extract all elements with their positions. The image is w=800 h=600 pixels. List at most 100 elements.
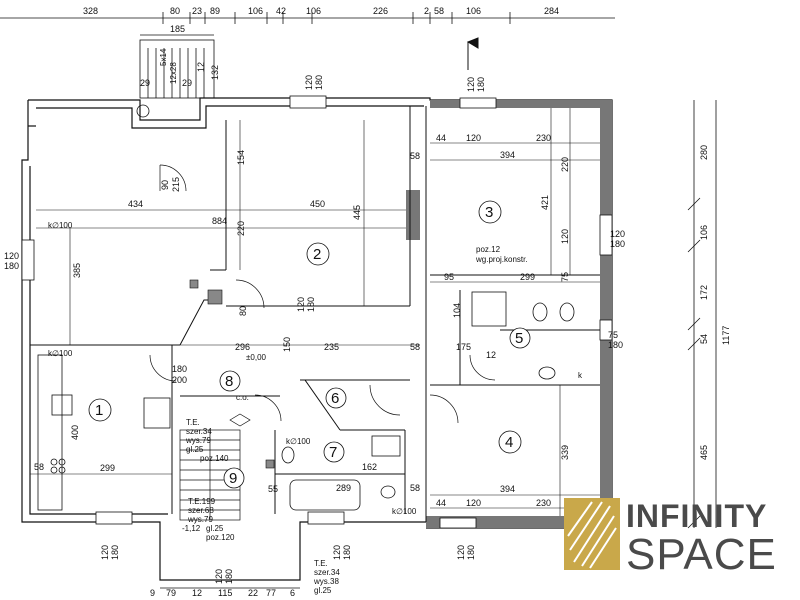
note-te1-wys: wys.79 bbox=[185, 436, 211, 445]
room-number-1: 1 bbox=[95, 402, 103, 419]
logo-word-infinity: INFINITY bbox=[626, 498, 768, 534]
note-level: ±0,00 bbox=[246, 353, 267, 362]
window-tag-9a: 120 bbox=[296, 297, 306, 312]
top-dim-10: 106 bbox=[466, 6, 481, 16]
right-dim-106: 106 bbox=[699, 225, 709, 240]
note-te2-szer: szer.68 bbox=[188, 506, 214, 515]
top-dim-3: 89 bbox=[210, 6, 220, 16]
dim-339: 339 bbox=[560, 445, 570, 460]
dim-394-b: 394 bbox=[500, 484, 515, 494]
stair-dim-steps: 5x14 bbox=[159, 48, 168, 66]
bathroom-fittings bbox=[281, 291, 575, 511]
note-te3-wys: wys.38 bbox=[313, 577, 339, 586]
stair-dim-12: 12 bbox=[196, 62, 206, 72]
dim-299-b: 299 bbox=[100, 463, 115, 473]
interior-stair bbox=[179, 413, 251, 521]
dim-215: 215 bbox=[171, 177, 181, 192]
bottom-dim-3: 115 bbox=[218, 588, 232, 598]
note-k100-a: k∅100 bbox=[48, 221, 73, 230]
stair-dim-tread: 12x28 bbox=[169, 62, 178, 84]
annotations: k∅100 k∅100 k∅100 k∅100 ±0,00 c.o. poz.1… bbox=[48, 221, 583, 595]
dim-180: 180 bbox=[172, 364, 187, 374]
window-tag-1a: 120 bbox=[304, 75, 314, 90]
chimneys bbox=[189, 279, 275, 469]
note-te1-szer: szer.34 bbox=[186, 427, 212, 436]
dim-445: 445 bbox=[352, 205, 362, 220]
dim-175: 175 bbox=[456, 342, 471, 352]
top-dim-0: 328 bbox=[83, 6, 98, 16]
dim-58-d: 58 bbox=[34, 462, 44, 472]
window-tag-8b: 180 bbox=[224, 569, 234, 584]
dim-44-b: 44 bbox=[436, 498, 446, 508]
north-flag bbox=[466, 37, 479, 70]
dim-394-a: 394 bbox=[500, 150, 515, 160]
note-te2-poz: poz.120 bbox=[206, 533, 235, 542]
note-k: k bbox=[578, 371, 583, 380]
dim-434: 434 bbox=[128, 199, 143, 209]
dim-421: 421 bbox=[540, 195, 550, 210]
note-te3: T.E. bbox=[314, 559, 328, 568]
dim-200: 200 bbox=[172, 375, 187, 385]
top-dim-5: 42 bbox=[276, 6, 286, 16]
top-dim-8: 2 bbox=[424, 6, 429, 16]
top-dim-6: 106 bbox=[306, 6, 321, 16]
window-tag-3b: 180 bbox=[4, 261, 19, 271]
window-tag-4a: 120 bbox=[610, 229, 625, 239]
window-tag-4b: 180 bbox=[610, 239, 625, 249]
door-swings bbox=[149, 164, 496, 424]
note-poz12: poz.12 bbox=[476, 245, 501, 254]
note-k100-b: k∅100 bbox=[48, 349, 73, 358]
top-dim-4: 106 bbox=[248, 6, 263, 16]
room-number-5: 5 bbox=[515, 330, 523, 347]
interior-walls bbox=[30, 106, 600, 522]
hatched-walls bbox=[406, 100, 612, 528]
interior-dimension-lines bbox=[30, 108, 600, 516]
window-tag-7a: 120 bbox=[456, 545, 466, 560]
window-tag-5b: 180 bbox=[110, 545, 120, 560]
window-tag-7b: 180 bbox=[466, 545, 476, 560]
top-dim-7: 226 bbox=[373, 6, 388, 16]
dim-385: 385 bbox=[72, 263, 82, 278]
logo-word-space: SPACE bbox=[626, 530, 777, 579]
window-tag-6b: 180 bbox=[342, 545, 352, 560]
dim-154: 154 bbox=[236, 150, 246, 165]
dim-884: 884 bbox=[212, 216, 227, 226]
dim-296: 296 bbox=[235, 342, 250, 352]
note-te1: T.E. bbox=[186, 418, 200, 427]
window-tags: 120 180 120 180 120 180 120 180 120 180 … bbox=[4, 75, 625, 584]
top-dimension-chain bbox=[0, 12, 615, 24]
column-circle bbox=[136, 104, 150, 118]
dim-104: 104 bbox=[452, 303, 462, 318]
bottom-dimension-labels: 9 79 12 115 22 77 6 bbox=[150, 588, 295, 598]
note-te1-gl: gl.25 bbox=[186, 445, 204, 454]
bottom-dim-0: 9 bbox=[150, 588, 155, 598]
right-dim-54: 54 bbox=[699, 334, 709, 344]
dim-120-b: 120 bbox=[466, 498, 481, 508]
room-number-7: 7 bbox=[329, 444, 337, 461]
dim-120-c: 120 bbox=[560, 229, 570, 244]
top-dim-9: 58 bbox=[434, 6, 444, 16]
room-number-4: 4 bbox=[505, 434, 513, 451]
external-stair bbox=[139, 34, 215, 99]
right-dim-172: 172 bbox=[699, 285, 709, 300]
bottom-dim-6: 6 bbox=[290, 588, 295, 598]
note-te2-wys: wys.79 bbox=[187, 515, 213, 524]
dim-80: 80 bbox=[238, 306, 248, 316]
dim-58-c: 58 bbox=[410, 483, 420, 493]
window-tag-10b: 180 bbox=[608, 340, 623, 350]
logo-mark-icon bbox=[564, 498, 620, 570]
infinity-space-logo: INFINITY SPACE bbox=[562, 496, 798, 579]
dim-299-a: 299 bbox=[520, 272, 535, 282]
dim-235: 235 bbox=[324, 342, 339, 352]
windows bbox=[21, 95, 613, 529]
dim-450: 450 bbox=[310, 199, 325, 209]
top-dimension-labels: 328 80 23 89 106 42 106 226 2 58 106 284 bbox=[83, 6, 559, 16]
dim-95: 95 bbox=[444, 272, 454, 282]
top-dim-1: 80 bbox=[170, 6, 180, 16]
room-number-2: 2 bbox=[313, 246, 321, 263]
right-dim-280: 280 bbox=[699, 145, 709, 160]
note-level-2: -1,12 bbox=[182, 524, 201, 533]
window-tag-6a: 120 bbox=[332, 545, 342, 560]
dim-162: 162 bbox=[362, 462, 377, 472]
right-dim-465: 465 bbox=[699, 445, 709, 460]
